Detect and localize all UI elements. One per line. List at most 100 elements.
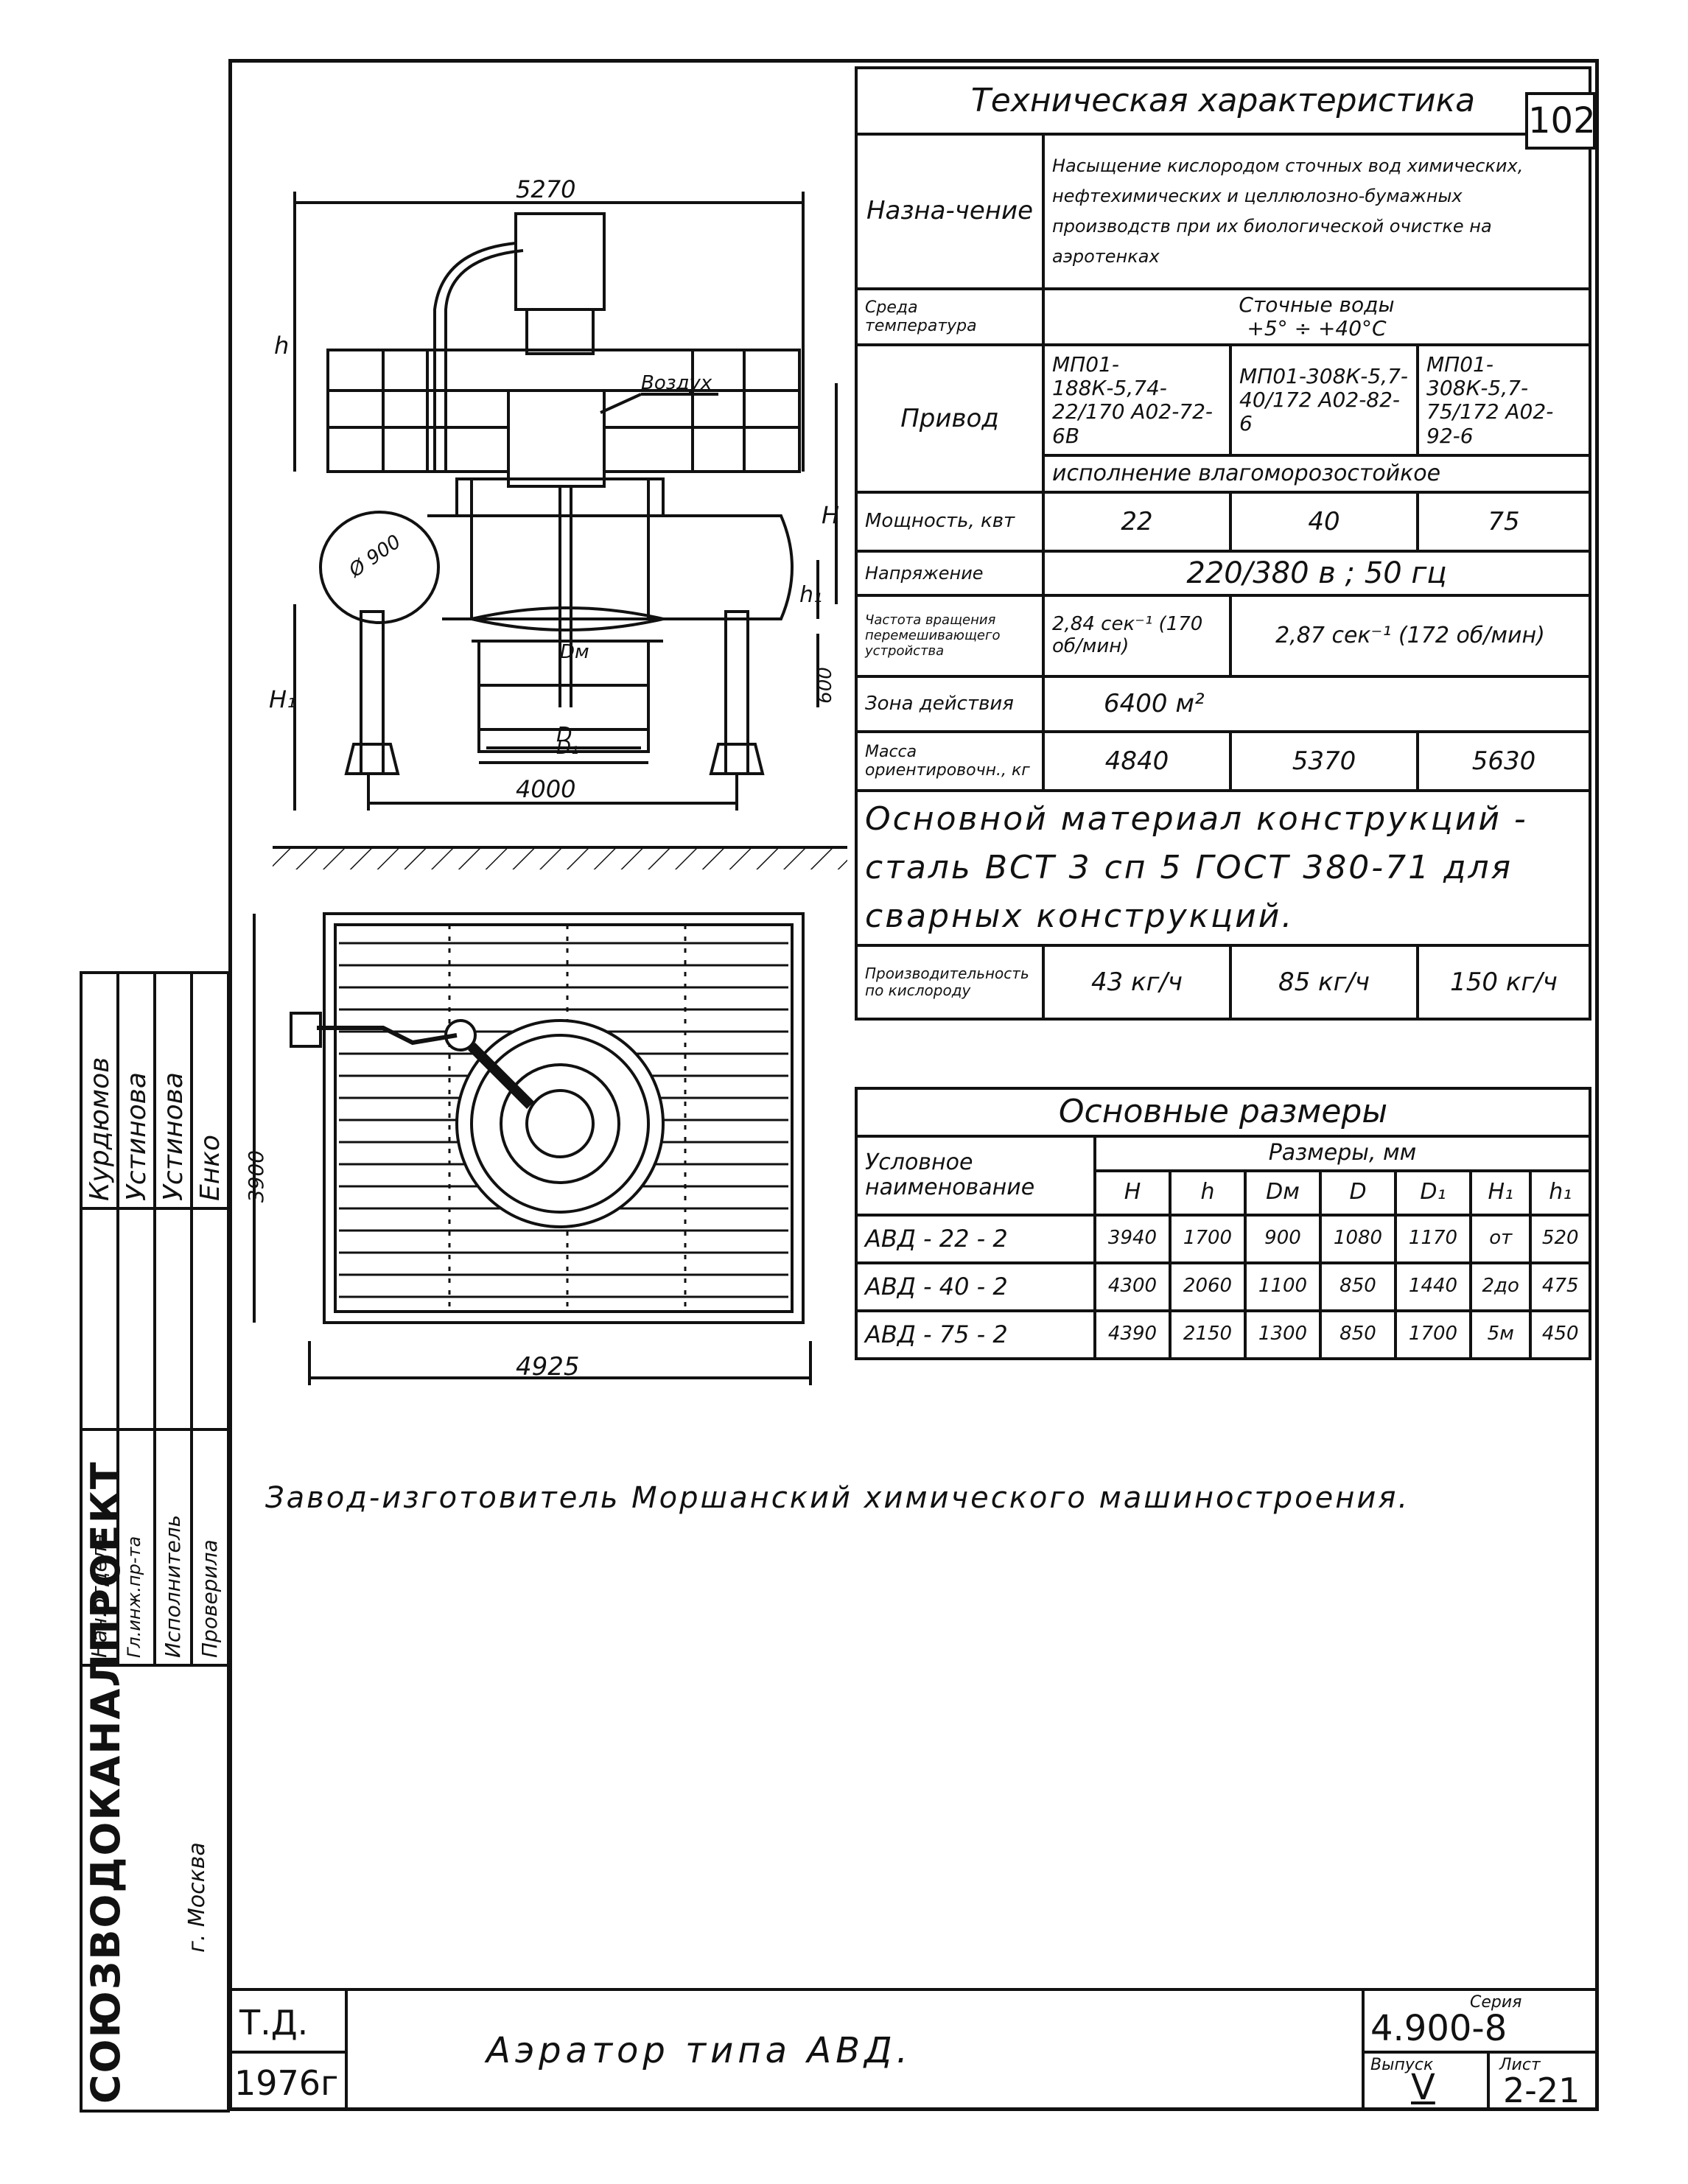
label-H: H (822, 501, 840, 529)
power-value-1: 22 (1042, 491, 1232, 553)
voltage-value: 220/380 в ; 50 гц (1042, 550, 1591, 598)
dims-cell: 1080 (1319, 1213, 1397, 1264)
purpose-label: Назна-чение (855, 133, 1045, 290)
label-D1: D₁ (556, 737, 579, 759)
dims-cell: 1300 (1244, 1309, 1322, 1360)
medium-label: Среда температура (855, 287, 1045, 347)
drive-cell-1: МП01-188К-5,74-22/170 А02-72-6В (1042, 343, 1232, 458)
issue-value: V (1411, 2067, 1435, 2108)
mass-value-1: 4840 (1042, 730, 1232, 793)
mass-label: Масса ориентировочн., кг (855, 730, 1045, 793)
role-4: Проверила (197, 1539, 222, 1658)
power-value-2: 40 (1229, 491, 1419, 553)
dims-cell: 3940 (1093, 1213, 1172, 1264)
drive-cell-2: МП01-308К-5,7-40/172 А02-82-6 (1229, 343, 1419, 458)
dims-name-col: Условное наименование (855, 1135, 1096, 1217)
label-D: D (556, 722, 572, 746)
sheet-value: 2-21 (1503, 2071, 1580, 2110)
drawing-frame (228, 59, 1599, 2111)
label-air: Воздух (641, 372, 712, 394)
dims-cell: 1100 (1244, 1261, 1322, 1312)
voltage-label: Напряжение (855, 550, 1045, 598)
dims-cell: 475 (1529, 1261, 1591, 1312)
manufacturer-note: Завод-изготовитель Моршанский химическог… (265, 1481, 1410, 1515)
dims-cell: 850 (1319, 1309, 1397, 1360)
dims-cell: 1700 (1394, 1309, 1472, 1360)
drawing-title: Аэратор типа АВД. (486, 2030, 912, 2071)
dims-cell: 850 (1319, 1261, 1397, 1312)
dims-col-header: h₁ (1529, 1169, 1591, 1217)
medium-line1: Сточные воды (1239, 293, 1395, 317)
org-name: СОЮЗВОДОКАНАЛПРОЕКТ (83, 1460, 129, 2104)
dims-col-header: H₁ (1468, 1169, 1533, 1217)
dims-cell: 900 (1244, 1213, 1322, 1264)
power-label: Мощность, квт (855, 491, 1045, 553)
name-3: Устинова (158, 1072, 189, 1201)
dims-cell: 1440 (1394, 1261, 1472, 1312)
label-width-top: 5270 (516, 175, 576, 203)
dims-cell: 520 (1529, 1213, 1591, 1264)
dims-col-header: D (1319, 1169, 1397, 1217)
material-text: Основной материал конструкций - сталь ВС… (855, 789, 1591, 948)
dims-col-header: h (1169, 1169, 1247, 1217)
rpm-value-2: 2,87 сек⁻¹ (172 об/мин) (1229, 594, 1591, 679)
dims-row-name: АВД - 22 - 2 (855, 1213, 1096, 1264)
name-4: Енко (195, 1134, 225, 1201)
dims-cell: 450 (1529, 1309, 1591, 1360)
dims-row-name: АВД - 75 - 2 (855, 1309, 1096, 1360)
sheet-label: Лист (1499, 2056, 1541, 2074)
drive-label: Привод (855, 343, 1045, 494)
label-h: h (274, 332, 290, 360)
label-base-width: 4000 (516, 775, 576, 803)
tech-table: Техническая характеристика Назна-чение Н… (855, 66, 1591, 1021)
dims-header: Основные размеры (855, 1087, 1591, 1138)
productivity-value-1: 43 кг/ч (1042, 944, 1232, 1021)
dims-cell: 5м (1468, 1309, 1533, 1360)
td-label: Т.Д. (239, 2003, 309, 2043)
rpm-label: Частота вращения перемешивающего устройс… (855, 594, 1045, 679)
sheet-number: 102 (1525, 92, 1596, 150)
issue-label: Выпуск (1370, 2056, 1434, 2074)
productivity-label: Производительность по кислороду (855, 944, 1045, 1021)
label-600: 600 (813, 667, 836, 704)
dims-cell: 4390 (1093, 1309, 1172, 1360)
dims-sizes-header: Размеры, мм (1093, 1135, 1591, 1172)
dims-col-header: D₁ (1394, 1169, 1472, 1217)
drive-cell-3: МП01-308К-5,7-75/172 А02-92-6 (1416, 343, 1591, 458)
role-3: Исполнитель (161, 1514, 185, 1658)
dims-row-name: АВД - 40 - 2 (855, 1261, 1096, 1312)
series-value: 4.900-8 (1370, 2008, 1507, 2049)
zone-label: Зона действия (855, 675, 1045, 734)
drive-note: исполнение влагоморозостойкое (1042, 455, 1591, 494)
power-value-3: 75 (1416, 491, 1591, 553)
year-label: 1976г (234, 2063, 339, 2103)
org-city: г. Москва (184, 1842, 210, 1953)
name-2: Устинова (122, 1072, 152, 1201)
label-h1: h₁ (799, 582, 823, 608)
label-H1: H₁ (269, 685, 296, 713)
label-plan-width: 4925 (516, 1352, 580, 1382)
zone-value: 6400 м² (1042, 675, 1591, 734)
dims-cell: 2до (1468, 1261, 1533, 1312)
dims-cell: 2150 (1169, 1309, 1247, 1360)
mass-value-2: 5370 (1229, 730, 1419, 793)
name-1: Курдюмов (85, 1057, 115, 1201)
dims-cell: 4300 (1093, 1261, 1172, 1312)
dims-col-header: H (1093, 1169, 1172, 1217)
rpm-value-1: 2,84 сек⁻¹ (170 об/мин) (1042, 594, 1232, 679)
mass-value-3: 5630 (1416, 730, 1591, 793)
dims-cell: 2060 (1169, 1261, 1247, 1312)
dims-cell: от (1468, 1213, 1533, 1264)
dims-table: Основные размеры Условное наименование Р… (855, 1087, 1591, 1360)
label-plan-height: 3900 (244, 1149, 269, 1203)
series-label: Серия (1470, 1993, 1522, 2012)
dims-cell: 1170 (1394, 1213, 1472, 1264)
medium-line2: +5° ÷ +40°С (1247, 316, 1387, 341)
label-Dm: Dм (560, 641, 589, 663)
dims-cell: 1700 (1169, 1213, 1247, 1264)
dims-col-header: Dм (1244, 1169, 1322, 1217)
tech-header: Техническая характеристика (855, 66, 1591, 136)
